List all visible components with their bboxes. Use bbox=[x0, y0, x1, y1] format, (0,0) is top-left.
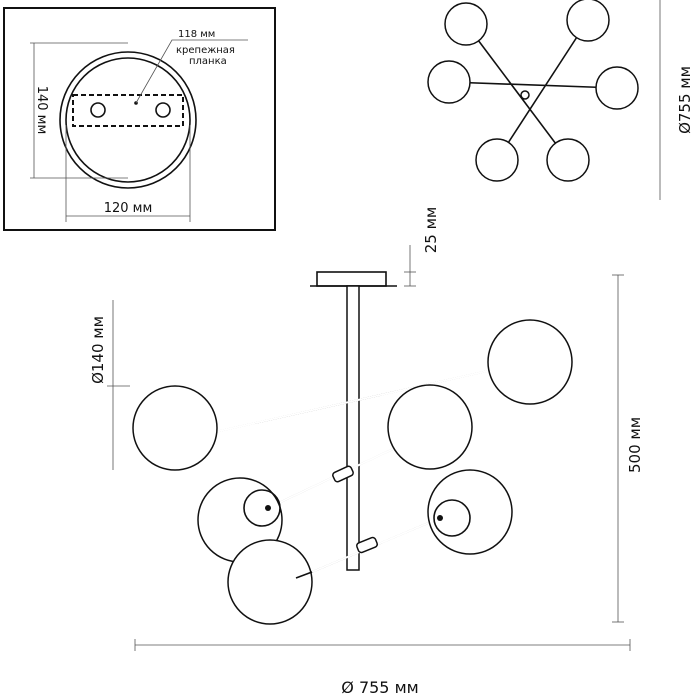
globe bbox=[227, 539, 313, 625]
top-view: Ø755 мм bbox=[427, 0, 694, 200]
bracket-label-2: планка bbox=[189, 56, 227, 67]
canopy-detail-inset: 118 мм крепежная планка 140 мм 120 мм bbox=[3, 7, 276, 231]
inset-width-label: 120 мм bbox=[104, 201, 153, 216]
height-label: 500 мм bbox=[626, 417, 644, 473]
width-label: Ø 755 мм bbox=[341, 678, 418, 697]
inset-height-label: 140 мм bbox=[34, 86, 49, 135]
globe bbox=[487, 319, 573, 405]
globe bbox=[132, 385, 218, 471]
globe-diameter-label: Ø140 мм bbox=[89, 316, 107, 384]
canopy-height-label: 25 мм bbox=[422, 207, 440, 254]
side-view: 25 мм Ø140 мм 500 мм Ø 755 мм bbox=[89, 207, 644, 697]
bracket-label: крепежная bbox=[176, 45, 235, 56]
mounting-bracket bbox=[72, 94, 184, 127]
bracket-length-label: 118 мм bbox=[178, 29, 215, 40]
top-view-diameter-label: Ø755 мм bbox=[676, 66, 694, 134]
globe bbox=[427, 469, 513, 555]
globe bbox=[387, 384, 473, 470]
